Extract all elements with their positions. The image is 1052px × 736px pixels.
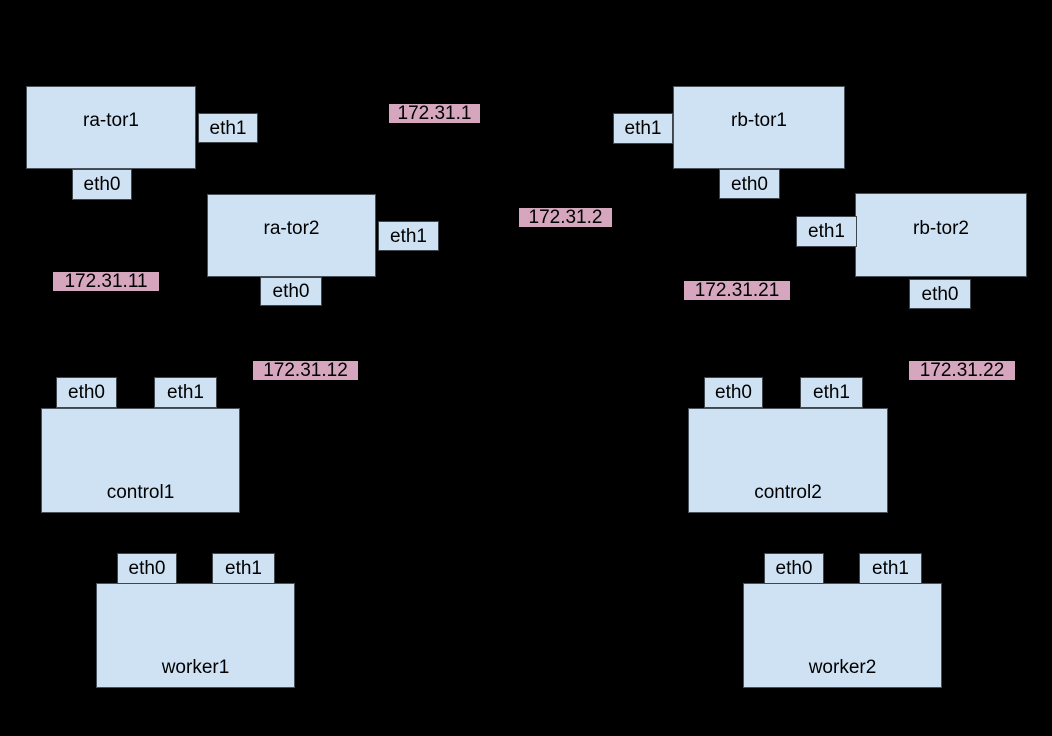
- port-control1-eth0: eth0: [56, 377, 117, 408]
- ip-label-172-31-22: 172.31.22: [909, 361, 1015, 380]
- ip-label-172-31-12: 172.31.12: [253, 361, 358, 380]
- node-worker2: worker2: [743, 583, 942, 688]
- ip-label-text: 172.31.2: [528, 207, 603, 228]
- port-worker2-eth1: eth1: [859, 553, 922, 584]
- port-label: eth0: [128, 558, 166, 579]
- port-label: eth0: [775, 558, 813, 579]
- port-rb-tor2-eth1: eth1: [796, 216, 857, 247]
- ip-label-172-31-21: 172.31.21: [684, 281, 790, 300]
- port-label: eth0: [921, 283, 959, 305]
- port-label: eth0: [272, 281, 310, 302]
- ip-label-text: 172.31.12: [263, 360, 348, 381]
- node-label: worker2: [808, 657, 877, 678]
- node-label: ra-tor2: [263, 218, 320, 239]
- node-label: worker1: [161, 657, 230, 678]
- node-label: control2: [754, 482, 822, 503]
- port-control1-eth1: eth1: [154, 377, 217, 408]
- node-rb-tor2: rb-tor2: [855, 193, 1027, 277]
- port-ra-tor1-eth0: eth0: [72, 169, 132, 200]
- ip-label-text: 172.31.11: [64, 271, 148, 292]
- node-label: rb-tor1: [731, 110, 787, 131]
- port-rb-tor1-eth0: eth0: [719, 169, 780, 199]
- node-label: rb-tor2: [913, 218, 969, 239]
- node-label: control1: [106, 482, 175, 503]
- port-label: eth1: [624, 118, 662, 139]
- node-worker1: worker1: [96, 583, 295, 688]
- port-ra-tor2-eth0: eth0: [260, 277, 322, 306]
- port-label: eth0: [715, 382, 752, 403]
- port-worker1-eth1: eth1: [212, 553, 275, 584]
- port-control2-eth0: eth0: [704, 377, 763, 408]
- port-label: eth0: [83, 174, 121, 195]
- ip-label-text: 172.31.21: [694, 280, 780, 301]
- node-control2: control2: [688, 408, 888, 513]
- port-ra-tor2-eth1: eth1: [378, 221, 439, 251]
- port-worker2-eth0: eth0: [764, 553, 824, 584]
- port-label: eth0: [731, 173, 768, 195]
- port-label: eth1: [390, 225, 427, 247]
- node-control1: control1: [41, 408, 240, 513]
- ip-label-text: 172.31.1: [397, 103, 472, 124]
- node-ra-tor1: ra-tor1: [26, 86, 196, 169]
- port-rb-tor1-eth1: eth1: [613, 113, 673, 144]
- ip-label-172-31-1: 172.31.1: [389, 104, 480, 123]
- node-ra-tor2: ra-tor2: [207, 194, 376, 277]
- node-label: ra-tor1: [83, 110, 139, 131]
- port-rb-tor2-eth0: eth0: [909, 279, 971, 309]
- node-rb-tor1: rb-tor1: [673, 86, 845, 169]
- port-label: eth1: [872, 558, 909, 579]
- port-worker1-eth0: eth0: [117, 553, 177, 584]
- ip-label-172-31-11: 172.31.11: [53, 272, 159, 291]
- port-label: eth1: [808, 221, 845, 242]
- port-label: eth1: [167, 382, 204, 403]
- port-label: eth0: [68, 382, 105, 403]
- ip-label-text: 172.31.22: [919, 360, 1005, 381]
- ip-label-172-31-2: 172.31.2: [519, 208, 612, 227]
- port-label: eth1: [209, 117, 247, 139]
- port-label: eth1: [225, 558, 262, 579]
- port-ra-tor1-eth1: eth1: [198, 113, 258, 143]
- port-control2-eth1: eth1: [800, 377, 863, 408]
- port-label: eth1: [813, 382, 850, 403]
